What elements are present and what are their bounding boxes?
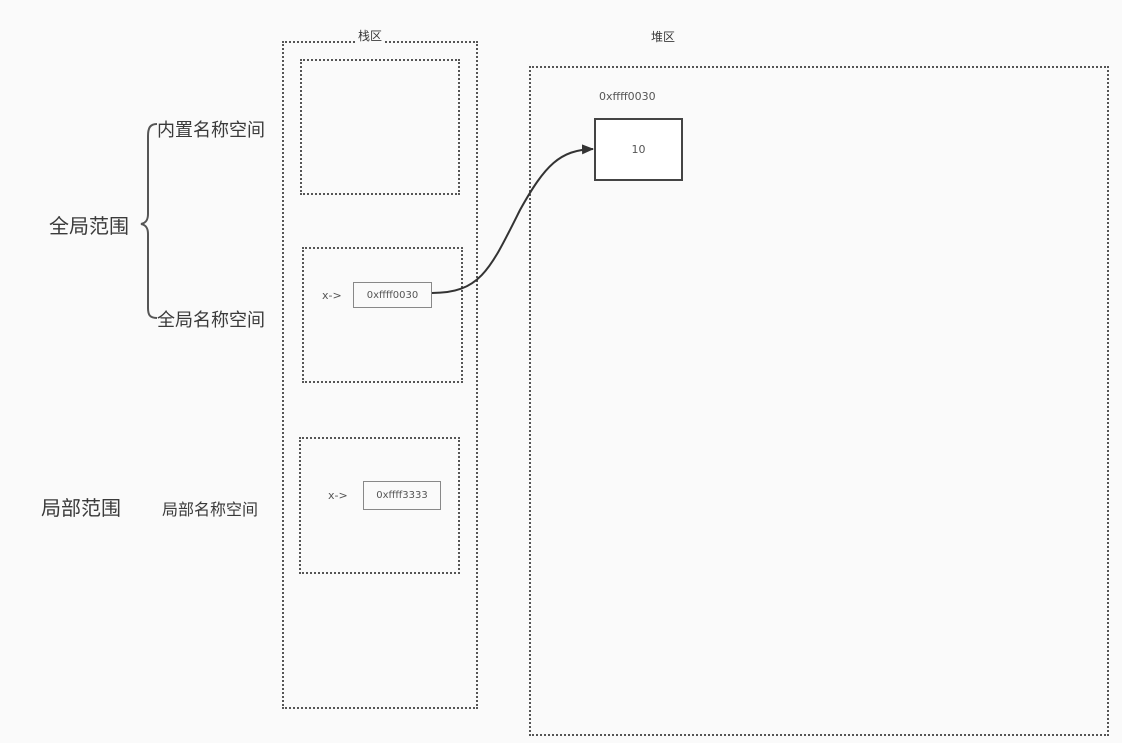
stack-region-title: 栈区	[357, 27, 384, 44]
heap-object-address: 0xffff0030	[599, 90, 656, 103]
heap-object-value: 10	[631, 143, 646, 156]
global-var-address: 0xffff0030	[366, 289, 419, 301]
local-var-label: x->	[328, 489, 348, 502]
global-namespace-frame	[302, 247, 463, 383]
global-namespace-label: 全局名称空间	[157, 310, 265, 331]
global-scope-label: 全局范围	[49, 214, 129, 238]
local-namespace-frame	[299, 437, 460, 574]
local-var-address-cell: 0xffff3333	[363, 481, 441, 510]
heap-object: 10	[594, 118, 683, 181]
local-namespace-label: 局部名称空间	[162, 500, 259, 519]
local-var-address: 0xffff3333	[376, 490, 428, 501]
local-scope-label: 局部范围	[41, 496, 121, 520]
global-var-address-cell: 0xffff0030	[353, 282, 432, 308]
heap-region	[529, 66, 1109, 736]
reference-arrow	[431, 144, 594, 294]
global-var-label: x->	[322, 289, 342, 302]
heap-region-title: 堆区	[651, 30, 676, 44]
scope-brace	[140, 123, 158, 319]
builtin-namespace-label: 内置名称空间	[157, 120, 265, 141]
builtin-namespace-frame	[300, 59, 460, 195]
